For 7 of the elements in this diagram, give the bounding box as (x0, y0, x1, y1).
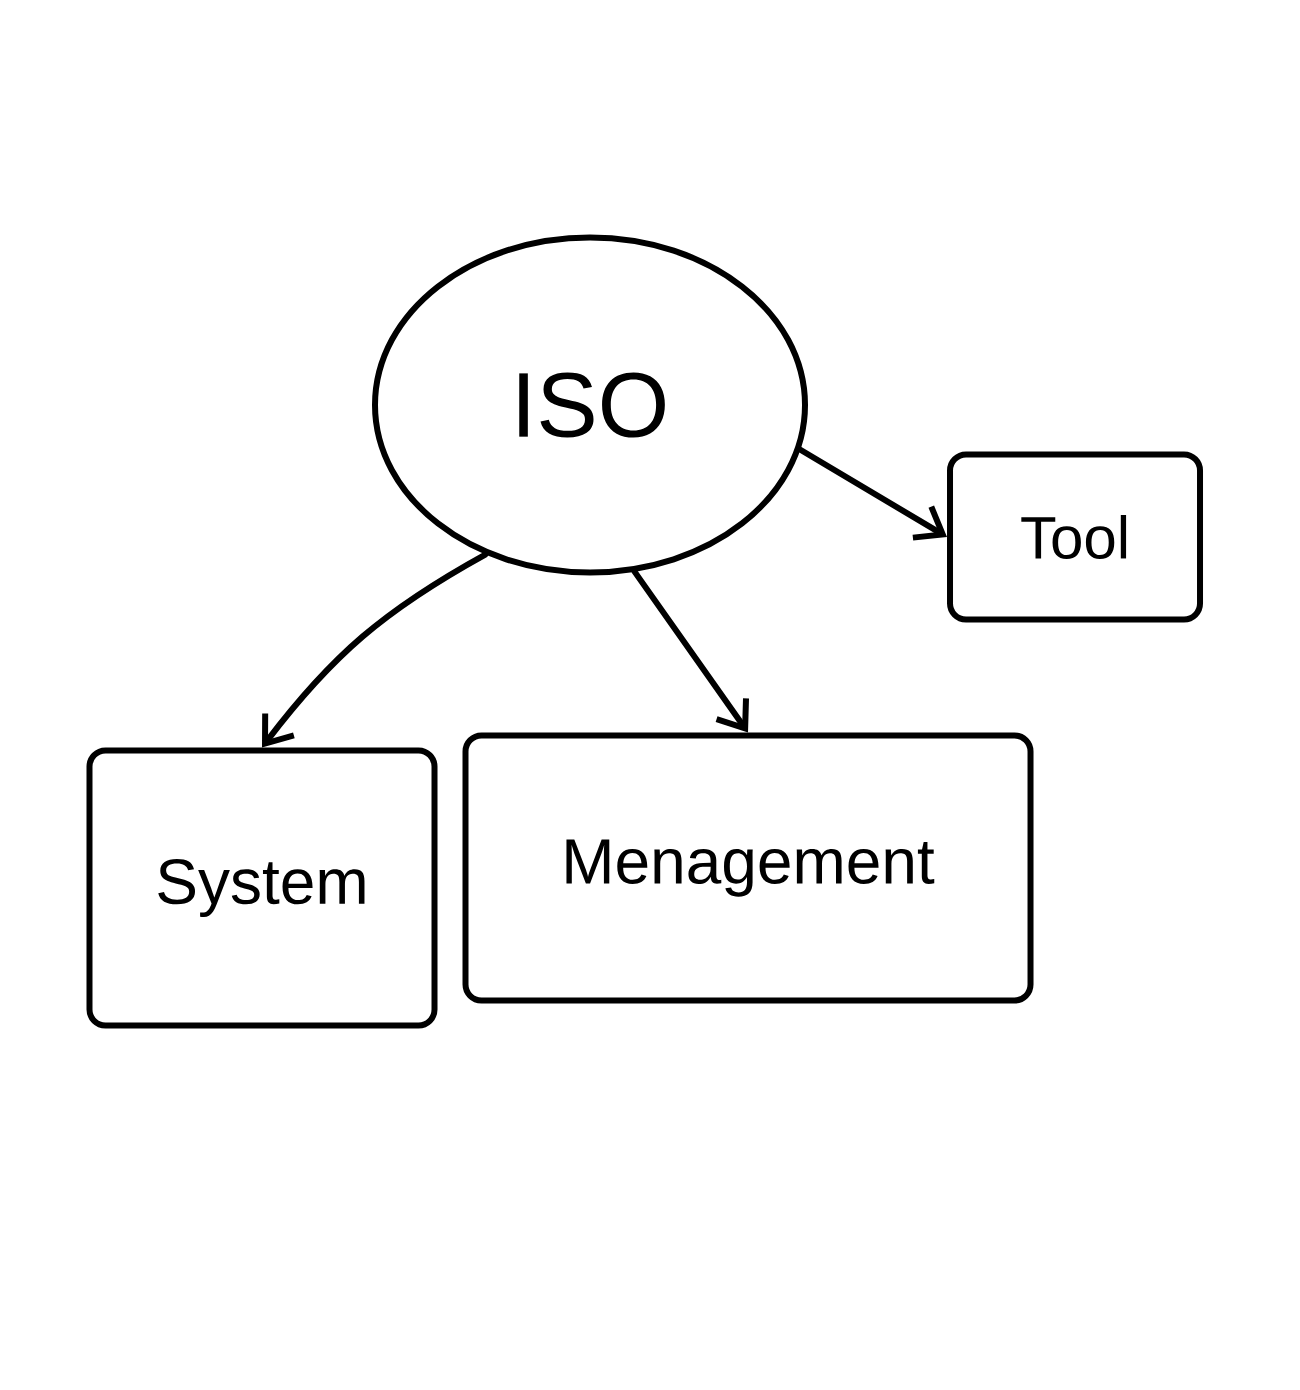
ellipse-node: ISO (372, 234, 808, 576)
arrow (631, 568, 749, 733)
text-box: Menagement (462, 732, 1034, 1004)
arrow (797, 446, 947, 541)
text-box: System (86, 747, 438, 1029)
arrow (262, 551, 489, 748)
text-box: Tool (947, 451, 1203, 623)
